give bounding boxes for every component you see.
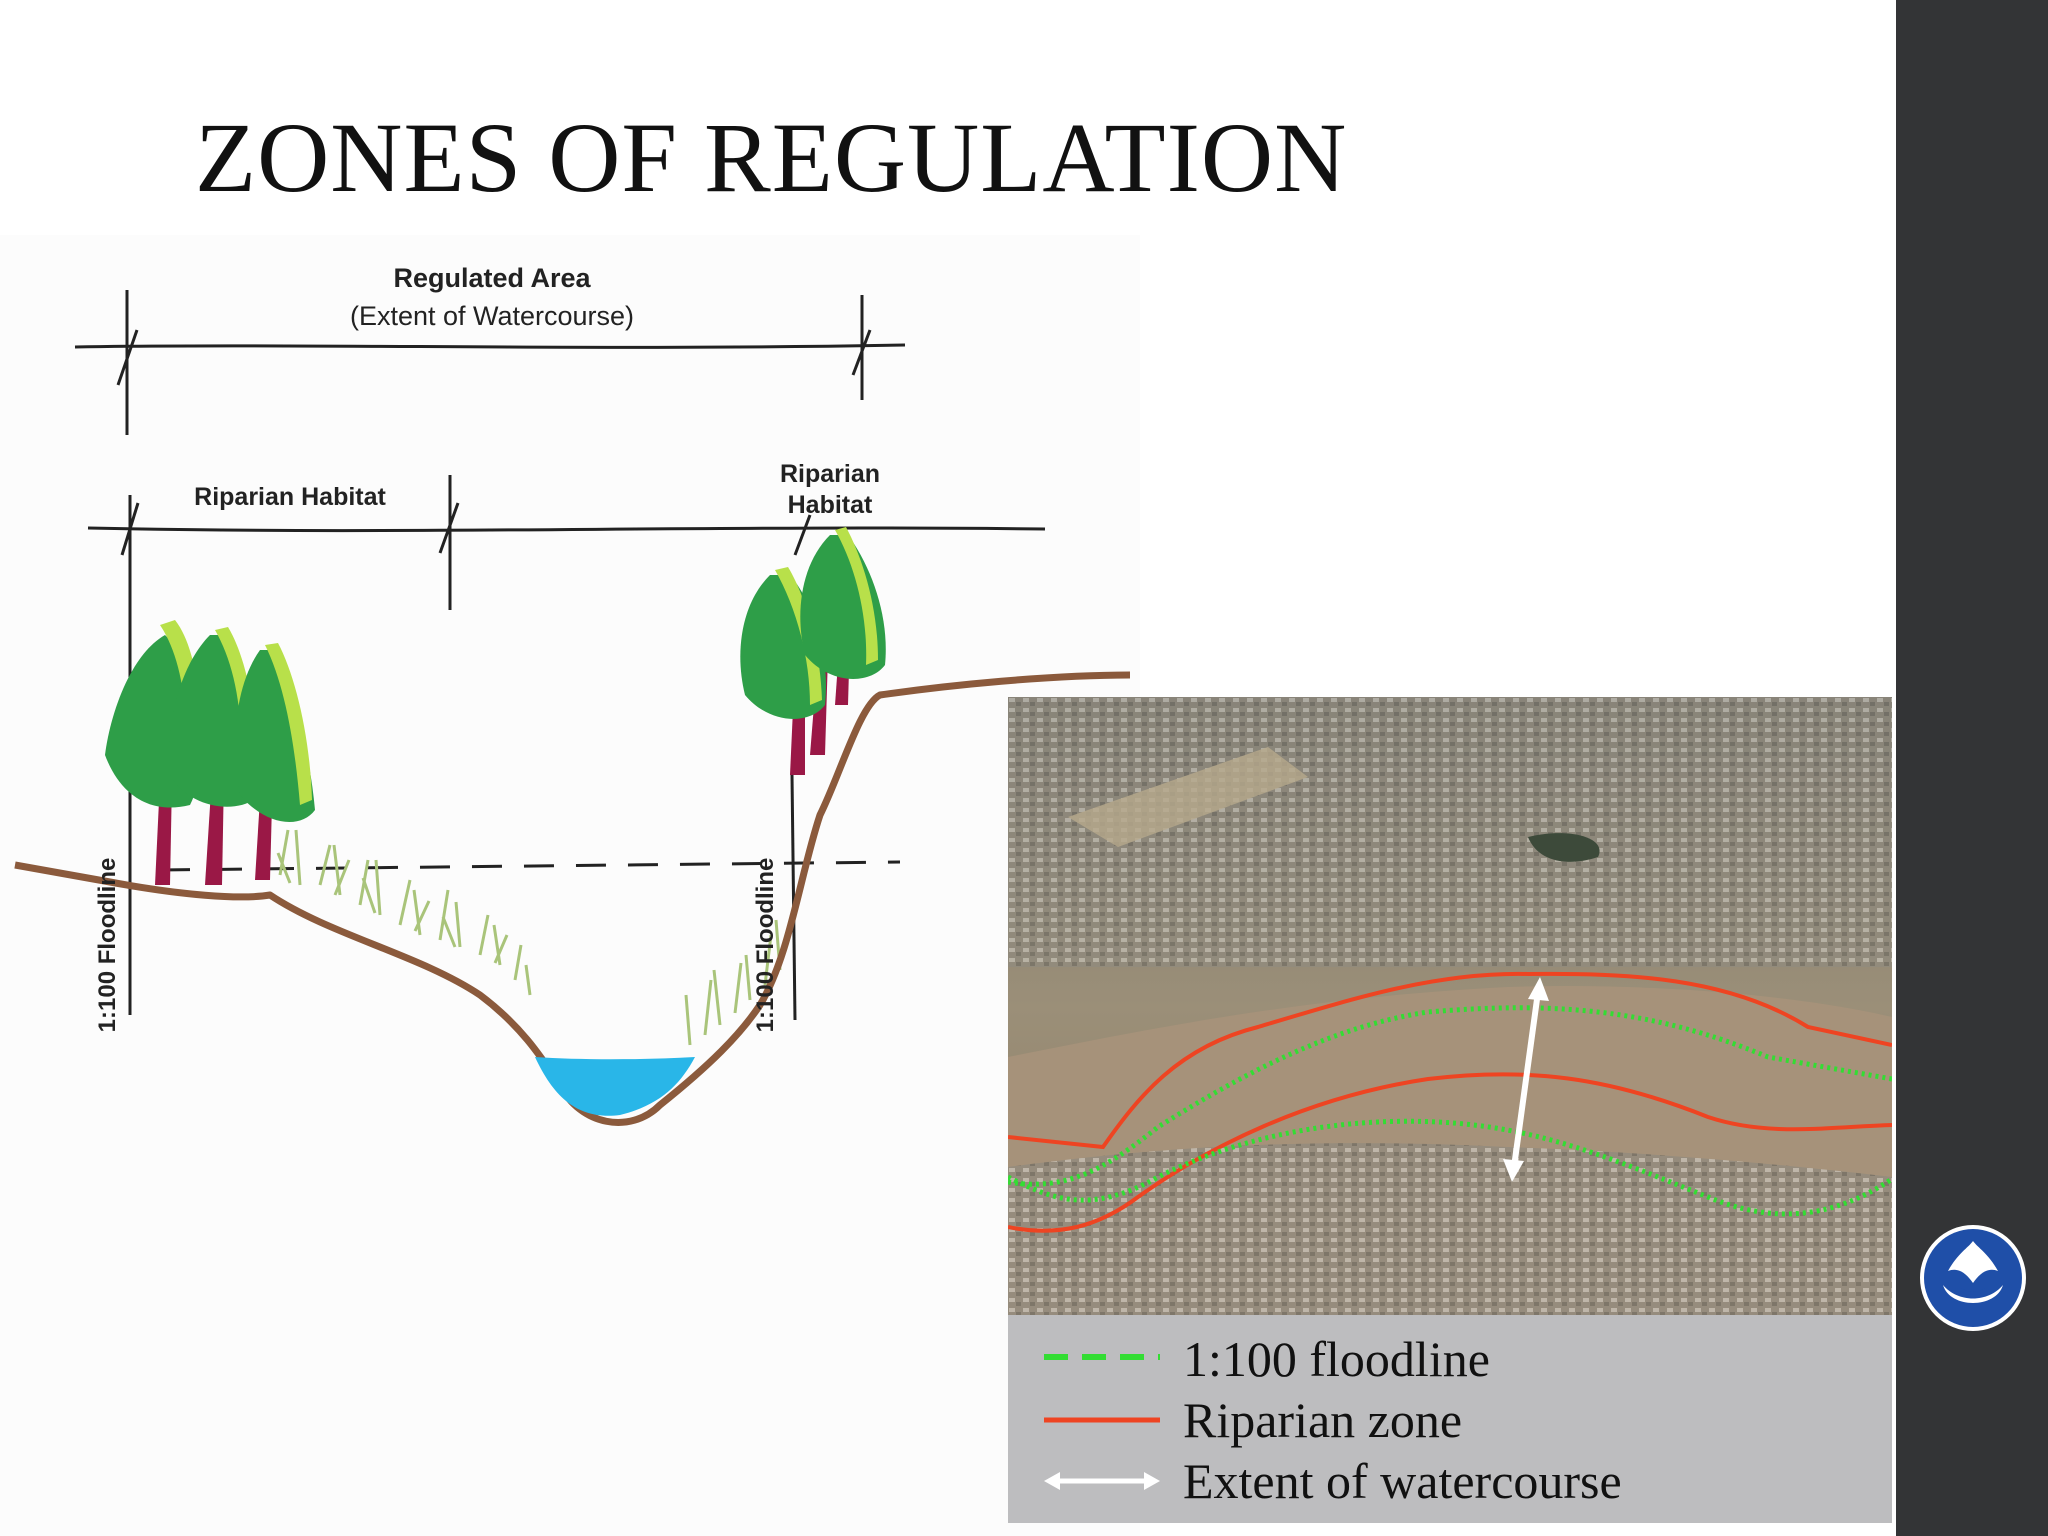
- aerial-photo: [1008, 697, 1892, 1317]
- regulated-area-sublabel: (Extent of Watercourse): [350, 301, 634, 331]
- floodline-right-label: 1:100 Floodline: [752, 858, 779, 1033]
- legend-item-extent: Extent of watercourse: [1008, 1451, 1892, 1511]
- cross-section-svg: Regulated Area (Extent of Watercourse) R…: [14, 263, 1131, 1126]
- riparian-right-label-line1: Riparian: [780, 460, 880, 488]
- riparian-left-label: Riparian Habitat: [194, 483, 386, 511]
- legend-label-riparian: Riparian zone: [1183, 1392, 1463, 1448]
- floodline-left-label: 1:100 Floodline: [94, 858, 121, 1033]
- ground-profile: [14, 671, 1131, 1126]
- riparian-swatch: [1044, 1417, 1160, 1423]
- riparian-zone-line-lower: [1008, 1072, 1892, 1233]
- water-pool: [535, 1057, 695, 1116]
- aerial-photo-panel: 1:100 floodline Riparian zone Extent of …: [1008, 697, 1892, 1523]
- riparian-zone-line-upper: [1008, 971, 1892, 1150]
- grass: [276, 829, 782, 1046]
- floodline-upper: [1008, 1005, 1892, 1187]
- legend-label-floodline: 1:100 floodline: [1183, 1331, 1490, 1387]
- legend-label-extent: Extent of watercourse: [1183, 1453, 1622, 1509]
- flood-level-dashed-line: [159, 860, 901, 872]
- double-arrow-icon: [1044, 1472, 1160, 1490]
- regulated-area-label: Regulated Area: [393, 263, 591, 293]
- left-trees-group: [105, 620, 315, 885]
- organisation-emblem-icon: [1920, 1225, 2026, 1331]
- cross-section-diagram: Regulated Area (Extent of Watercourse) R…: [0, 235, 1140, 1536]
- map-legend: 1:100 floodline Riparian zone Extent of …: [1008, 1315, 1892, 1523]
- slide: ZONES OF REGULATION Regulated Area (Exte…: [0, 102, 1892, 1536]
- floodline-lower: [1008, 1118, 1892, 1217]
- slide-title: ZONES OF REGULATION: [195, 102, 1348, 213]
- floodline-swatch: [1044, 1354, 1160, 1360]
- legend-item-floodline: 1:100 floodline: [1008, 1329, 1892, 1389]
- riparian-right-label-line2: Habitat: [788, 491, 873, 519]
- legend-item-riparian: Riparian zone: [1008, 1390, 1892, 1450]
- right-floodline-marker: [790, 774, 797, 1021]
- regulated-area-dimension: [74, 290, 906, 435]
- right-trees-group: [740, 527, 886, 775]
- extent-arrow: [1503, 977, 1549, 1182]
